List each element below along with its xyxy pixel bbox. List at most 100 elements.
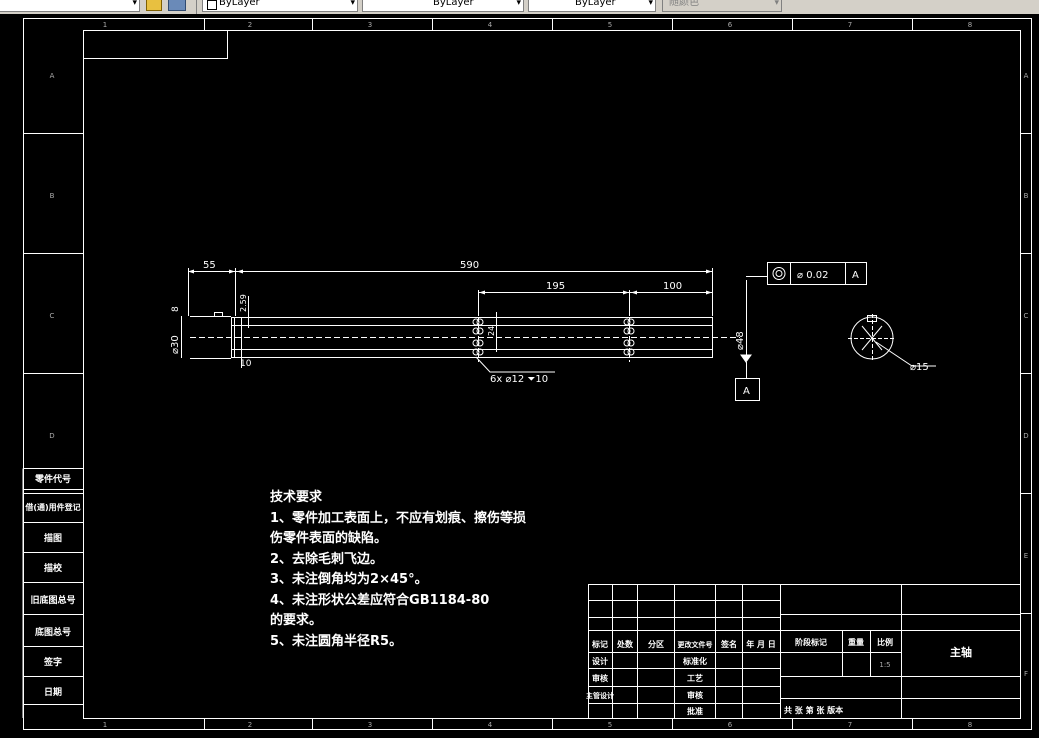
tb-cell: 设计: [592, 656, 608, 666]
gdt-datum: A: [852, 270, 859, 281]
col-label: 1: [103, 21, 107, 29]
tech-line: 3、未注倒角均为2×45°。: [270, 572, 428, 587]
chevron-down-icon: ▾: [132, 0, 137, 8]
col-label: 6: [728, 21, 733, 29]
layer-combo[interactable]: ▾: [0, 0, 140, 12]
col-label: 2: [248, 21, 252, 29]
tech-line: 5、未注圆角半径R5。: [270, 633, 403, 649]
row-label: F: [1024, 670, 1028, 678]
layer-previous-icon[interactable]: [168, 0, 186, 11]
dim-phi48: ⌀48: [735, 331, 746, 350]
tb-stage: 重量: [848, 637, 864, 647]
left-block-label: 旧底图总号: [30, 594, 75, 606]
color-swatch-icon: [207, 0, 217, 10]
tech-line: 1、零件加工表面上，不应有划痕、擦伤等损: [270, 510, 527, 526]
col-label: 3: [368, 21, 372, 29]
dim-2-59: 2.59: [239, 294, 248, 312]
chevron-down-icon: ▾: [648, 0, 653, 8]
lineweight-combo[interactable]: ByLayer ▾: [528, 0, 656, 12]
dim-8: 8: [171, 306, 181, 312]
col-label: 8: [968, 721, 972, 729]
datum-label: A: [743, 386, 750, 397]
title-block: [588, 584, 1021, 719]
shaft-main-view: [181, 262, 867, 401]
tb-cell: 批准: [687, 706, 703, 716]
gdt-frame: [767, 262, 867, 285]
inner-border: [83, 30, 1021, 719]
col-label: 7: [848, 721, 852, 729]
left-block-label: 日期: [44, 686, 62, 698]
layer-manager-icon[interactable]: [146, 0, 162, 11]
chevron-down-icon: ▾: [774, 0, 779, 8]
tech-line: 4、未注形状公差应符合GB1184-80: [270, 592, 490, 608]
col-label: 3: [368, 721, 372, 729]
tb-header: 年 月 日: [746, 639, 776, 649]
tb-cell: 工艺: [687, 673, 703, 683]
color-combo-value: ByLayer: [219, 0, 260, 8]
tb-stage: 阶段标记: [795, 637, 827, 647]
left-block-label: 签字: [43, 656, 62, 668]
tb-scale: 1:5: [879, 661, 890, 669]
left-block-label: 底图总号: [35, 626, 71, 638]
chevron-down-icon: ▾: [350, 0, 355, 8]
row-label: D: [1023, 432, 1028, 440]
part-name: 主轴: [950, 645, 972, 659]
col-label: 2: [248, 721, 252, 729]
col-label: 4: [488, 21, 493, 29]
row-label: A: [1024, 72, 1029, 80]
drawing-canvas[interactable]: 1 2 3 4 5 6 7 8 1 2 3 4 5 6 7 8 A B C D …: [0, 14, 1039, 738]
row-label: D: [49, 432, 54, 440]
col-label: 7: [848, 21, 852, 29]
dim-phi30: ⌀30: [170, 335, 181, 354]
tb-header: 分区: [648, 639, 664, 649]
linetype-combo-value: ByLayer: [433, 0, 474, 8]
tb-header: 更改文件号: [678, 640, 713, 649]
tb-stage: 比例: [877, 637, 893, 647]
tb-cell: 标准化: [682, 656, 707, 666]
row-label: C: [1024, 312, 1029, 320]
hole-note: 6x ⌀12 ⏷10: [490, 374, 548, 385]
tb-header: 标记: [591, 639, 608, 649]
tech-title: 技术要求: [270, 490, 323, 505]
tb-header: 签名: [720, 639, 737, 649]
gdt-tolerance: ⌀ 0.02: [797, 270, 828, 281]
linetype-combo[interactable]: ByLayer ▾: [362, 0, 524, 12]
dim-10: 10: [240, 359, 252, 369]
col-label: 1: [103, 721, 107, 729]
lineweight-combo-value: ByLayer: [575, 0, 616, 8]
left-block-label: 描校: [44, 562, 63, 574]
dim-phi15: ⌀15: [910, 362, 929, 373]
tb-cell: 审核: [592, 673, 608, 683]
dim-100: 100: [663, 281, 682, 292]
color-combo[interactable]: ByLayer ▾: [202, 0, 358, 12]
row-label: E: [1024, 552, 1028, 560]
left-block-label: 零件代号: [34, 473, 71, 485]
dim-590: 590: [460, 260, 479, 271]
dim-55: 55: [203, 260, 216, 271]
left-block-label: 描图: [44, 532, 62, 544]
col-label: 5: [608, 721, 612, 729]
row-label: B: [50, 192, 55, 200]
properties-toolbar: ▾ ByLayer ▾ ByLayer ▾ ByLayer ▾ 随颜色 ▾: [0, 0, 1039, 14]
dim-24: 24: [487, 326, 496, 336]
hole-group: [623, 312, 635, 362]
chevron-down-icon: ▾: [516, 0, 521, 8]
tech-line: 的要求。: [270, 613, 323, 628]
row-label: C: [50, 312, 55, 320]
left-block-label: 借(通)用件登记: [24, 502, 80, 512]
col-label: 8: [968, 21, 972, 29]
tb-cell: 主管设计: [586, 691, 614, 700]
tech-line: 2、去除毛刺飞边。: [270, 551, 384, 567]
drawing-code-box: [83, 30, 228, 59]
tb-header: 处数: [616, 639, 634, 649]
hole-group: [472, 312, 484, 362]
plotstyle-combo[interactable]: 随颜色 ▾: [662, 0, 782, 12]
tech-line: 伤零件表面的缺陷。: [270, 531, 388, 546]
row-label: B: [1024, 192, 1029, 200]
shaft-section-view: [848, 314, 936, 367]
dim-195: 195: [546, 281, 565, 292]
col-label: 5: [608, 21, 612, 29]
sheet-info: 共 张 第 张 版本: [784, 705, 843, 715]
col-label: 4: [488, 721, 493, 729]
col-label: 6: [728, 721, 733, 729]
